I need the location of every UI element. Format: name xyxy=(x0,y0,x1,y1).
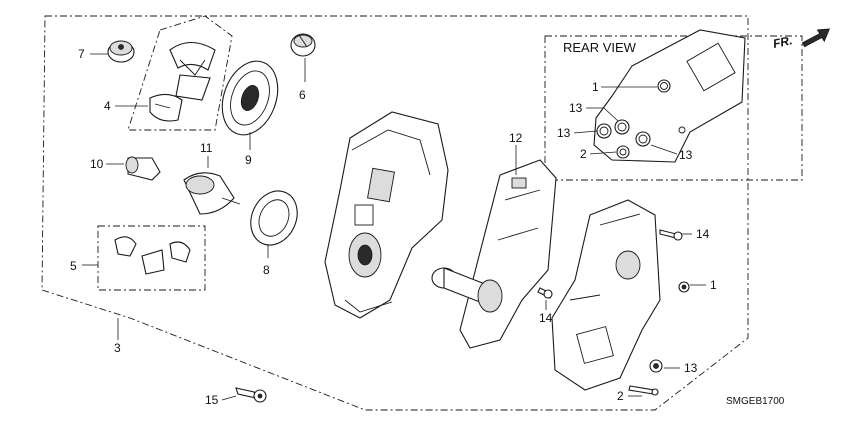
rear-view-callout-1: 1 xyxy=(592,80,599,94)
callout-6: 6 xyxy=(299,88,306,102)
rear-view-housing xyxy=(593,29,746,163)
part-6-knob: 6 xyxy=(290,33,316,102)
callout-2: 2 xyxy=(617,389,624,403)
part-12-circuit-board: 12 xyxy=(431,131,557,349)
diagram-code: SMGEB1700 xyxy=(726,396,785,407)
main-control-housing xyxy=(324,111,449,319)
callout-1: 1 xyxy=(710,278,717,292)
part-14-screw-upper: 14 xyxy=(659,227,710,241)
rear-view-callout-13-top: 13 xyxy=(569,101,583,115)
part-15-screw: 15 xyxy=(205,387,267,407)
part-10-bulb-socket: 10 xyxy=(90,156,161,181)
callout-11: 11 xyxy=(200,141,213,155)
callout-12: 12 xyxy=(509,131,523,145)
callout-5: 5 xyxy=(70,259,77,273)
rear-view-inset: REAR VIEW 1 13 13 13 2 xyxy=(544,29,803,181)
part-13-grommet: 13 xyxy=(649,359,698,375)
rear-view-port-1 xyxy=(657,79,671,93)
callout-13: 13 xyxy=(684,361,698,375)
rear-view-callout-13-left: 13 xyxy=(557,126,571,140)
rear-view-port-13b xyxy=(596,123,612,139)
callout-9: 9 xyxy=(245,153,252,167)
arrow-right-icon xyxy=(801,28,831,48)
callout-3: 3 xyxy=(114,341,121,355)
rear-view-port-13c xyxy=(635,131,651,147)
rear-view-callout-2: 2 xyxy=(580,147,587,161)
part-7-knob: 7 xyxy=(78,40,135,63)
part-2-pin: 2 xyxy=(617,385,659,403)
rear-view-port-2 xyxy=(616,145,630,159)
part-14-screw-lower: 14 xyxy=(537,287,553,325)
callout-7: 7 xyxy=(78,47,85,61)
part-4-trim-set: 4 xyxy=(104,15,233,131)
rear-view-callout-13-bottom: 13 xyxy=(679,148,693,162)
assembly-boundary xyxy=(41,15,749,411)
callout-14-lower: 14 xyxy=(539,311,553,325)
callout-15: 15 xyxy=(205,393,219,407)
front-direction-indicator: FR. xyxy=(772,28,831,51)
callout-4: 4 xyxy=(104,99,111,113)
part-11-knob-cylinder: 11 xyxy=(183,141,241,215)
direction-label: FR. xyxy=(772,33,794,51)
rear-view-title: REAR VIEW xyxy=(563,40,637,55)
part-8-small-bezel: 8 xyxy=(250,190,298,277)
callout-10: 10 xyxy=(90,157,104,171)
callout-14-upper: 14 xyxy=(696,227,710,241)
rear-view-port-13a xyxy=(614,119,630,135)
part-5-button-set: 5 xyxy=(70,225,206,291)
part-1-grommet: 1 xyxy=(678,278,717,293)
part-9-bezel-ring: 9 xyxy=(221,60,279,167)
rear-housing-cover xyxy=(551,199,661,391)
callout-8: 8 xyxy=(263,263,270,277)
